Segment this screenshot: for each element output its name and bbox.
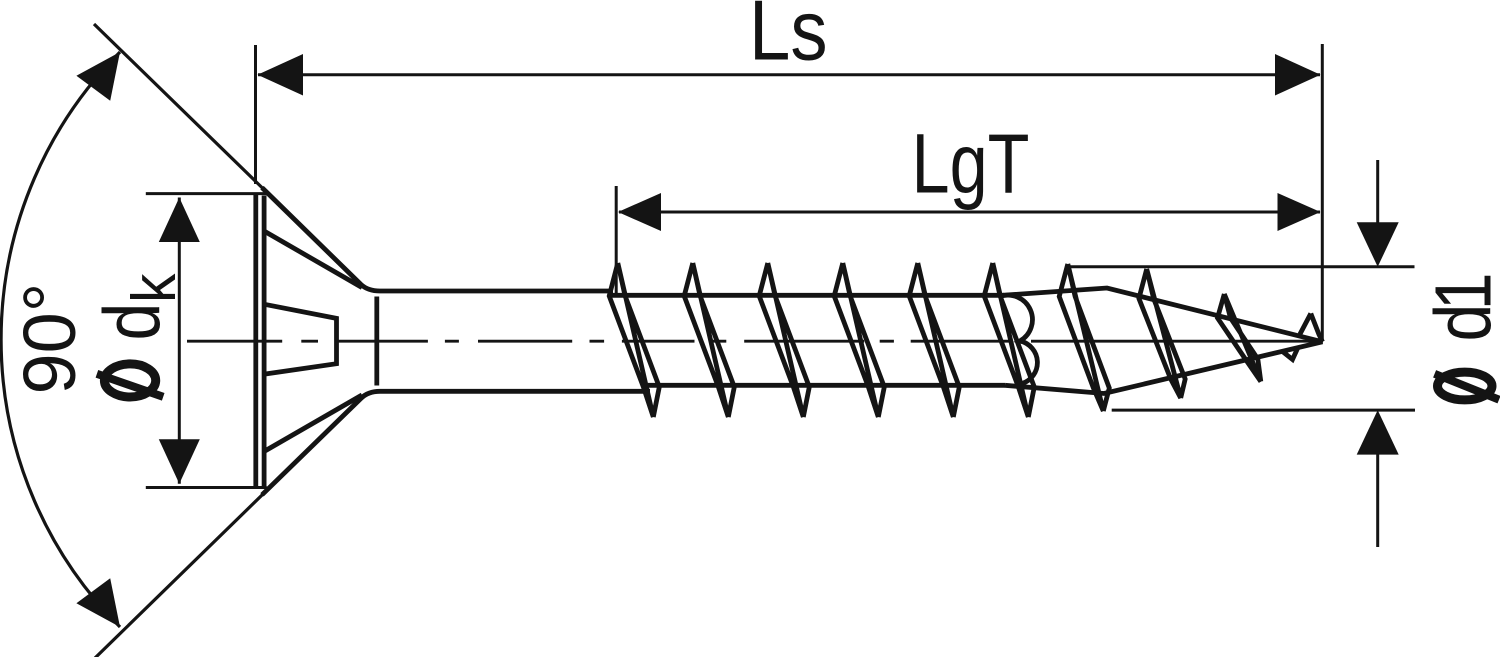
svg-text:1: 1 xyxy=(1418,272,1500,310)
svg-text:90°: 90° xyxy=(8,283,91,395)
svg-text:k: k xyxy=(119,273,189,303)
svg-text:LgT: LgT xyxy=(912,118,1030,211)
svg-text:d: d xyxy=(87,303,176,341)
svg-text:d: d xyxy=(1418,304,1500,342)
svg-text:Ls: Ls xyxy=(749,0,828,78)
